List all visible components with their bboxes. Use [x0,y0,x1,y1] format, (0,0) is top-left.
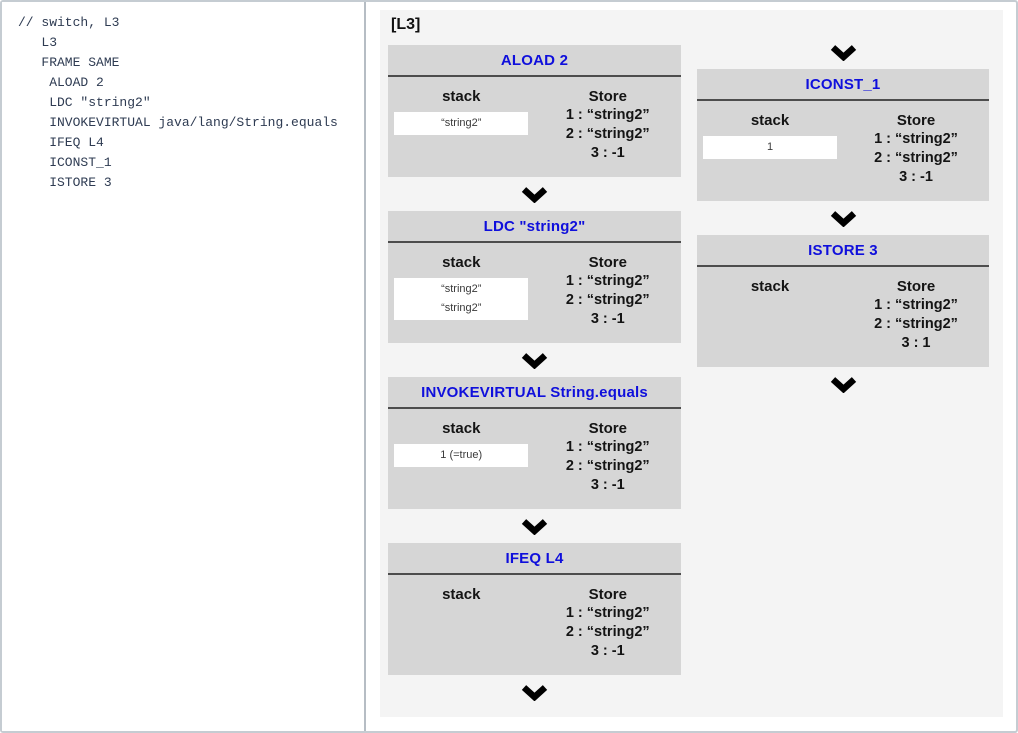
stack-column: stack “string2” “string2” [388,253,535,343]
stack-column: stack 1 [697,111,843,201]
stack-label: stack [750,112,790,129]
instruction-box-iconst1: ICONST_1 stack 1 Store 1 : “string2” 2 :… [697,69,989,201]
chevron-down-icon [697,35,989,69]
stack-column: stack [697,277,843,367]
box-title: LDC "string2" [388,211,681,243]
code-line: IFEQ L4 [18,135,104,150]
stack-item: “string2” [441,117,482,129]
instruction-box-ldc: LDC "string2" stack “string2” “string2” … [388,211,681,343]
instruction-box-invokevirtual: INVOKEVIRTUAL String.equals stack 1 (=tr… [388,377,681,509]
bytecode-source-panel: // switch, L3 L3 FRAME SAME ALOAD 2 LDC … [2,2,366,731]
store-entry: 1 : “string2” [565,439,650,455]
stack-value-box: “string2” “string2” [394,278,529,320]
code-line: ICONST_1 [18,155,112,170]
stack-value-box: 1 [703,136,837,159]
store-entry: 2 : “string2” [565,624,650,640]
store-entry: 1 : “string2” [874,131,958,147]
code-line: INVOKEVIRTUAL java/lang/String.equals [18,115,338,130]
box-title: ICONST_1 [697,69,989,101]
stack-column: stack “string2” [388,87,535,177]
chevron-down-icon [697,201,989,235]
stack-item: “string2” [441,302,482,314]
stack-column: stack 1 (=true) [388,419,535,509]
stack-label: stack [442,420,481,437]
store-column: Store 1 : “string2” 2 : “string2” 3 : -1 [535,253,682,343]
stack-value-box: “string2” [394,112,529,135]
store-entry: 2 : “string2” [874,316,958,332]
stack-item: 1 (=true) [440,449,483,461]
box-title: INVOKEVIRTUAL String.equals [388,377,681,409]
store-column: Store 1 : “string2” 2 : “string2” 3 : 1 [843,277,989,367]
store-entry: 2 : “string2” [565,126,650,142]
store-label: Store [896,112,936,129]
chevron-down-icon [388,177,681,211]
code-line: LDC "string2" [18,95,151,110]
stack-column: stack [388,585,535,675]
block-label: [L3] [391,16,421,33]
store-entry: 3 : -1 [899,169,933,185]
store-column: Store 1 : “string2” 2 : “string2” 3 : -1 [535,87,682,177]
store-entry: 1 : “string2” [874,297,958,313]
stack-item: “string2” [441,283,482,295]
code-line: // switch, L3 [18,15,120,30]
flow-column-left: ALOAD 2 stack “string2” Store 1 : “strin… [388,45,681,709]
code-line: ISTORE 3 [18,175,112,190]
stack-label: stack [750,278,790,295]
store-entry: 3 : -1 [590,311,625,327]
store-entry: 2 : “string2” [874,150,958,166]
store-label: Store [588,88,627,105]
code-line: FRAME SAME [18,55,120,70]
box-title: IFEQ L4 [388,543,681,575]
stack-label: stack [442,254,481,271]
store-entry: 1 : “string2” [565,273,650,289]
store-entry: 3 : -1 [590,643,625,659]
flow-column-right: ICONST_1 stack 1 Store 1 : “string2” 2 :… [697,35,989,401]
stack-label: stack [442,586,481,603]
store-entry: 3 : 1 [901,335,931,351]
store-entry: 3 : -1 [590,477,625,493]
store-column: Store 1 : “string2” 2 : “string2” 3 : -1 [535,585,682,675]
code-line: L3 [18,35,58,50]
execution-diagram-panel: [L3] ALOAD 2 stack “string2” Store 1 : “… [380,10,1003,717]
stack-value-box: 1 (=true) [394,444,529,467]
store-label: Store [588,420,627,437]
code-line: ALOAD 2 [18,75,104,90]
chevron-down-icon [388,675,681,709]
store-entry: 3 : -1 [590,145,625,161]
store-label: Store [588,254,627,271]
chevron-down-icon [697,367,989,401]
store-column: Store 1 : “string2” 2 : “string2” 3 : -1 [843,111,989,201]
store-label: Store [588,586,627,603]
chevron-down-icon [388,509,681,543]
store-label: Store [896,278,936,295]
store-entry: 1 : “string2” [565,107,650,123]
box-title: ISTORE 3 [697,235,989,267]
stack-label: stack [442,88,481,105]
store-entry: 1 : “string2” [565,605,650,621]
chevron-down-icon [388,343,681,377]
stack-item: 1 [766,141,774,153]
instruction-box-aload2: ALOAD 2 stack “string2” Store 1 : “strin… [388,45,681,177]
box-title: ALOAD 2 [388,45,681,77]
store-entry: 2 : “string2” [565,292,650,308]
instruction-box-istore3: ISTORE 3 stack Store 1 : “string2” 2 : “… [697,235,989,367]
store-column: Store 1 : “string2” 2 : “string2” 3 : -1 [535,419,682,509]
instruction-box-ifeq: IFEQ L4 stack Store 1 : “string2” 2 : “s… [388,543,681,675]
store-entry: 2 : “string2” [565,458,650,474]
